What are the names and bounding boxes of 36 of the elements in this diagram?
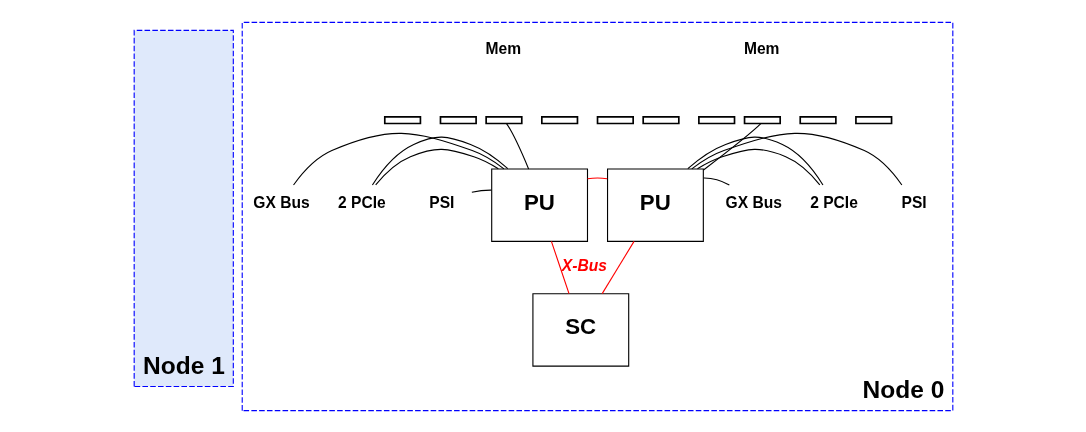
node-box <box>641 115 680 124</box>
connector <box>550 240 570 294</box>
connector <box>371 136 508 185</box>
node-text: 2 PCIe <box>337 193 386 211</box>
node-box <box>798 115 837 124</box>
label: Mem <box>485 39 521 57</box>
label: Mem <box>743 39 779 57</box>
node-box <box>743 115 781 124</box>
node-text: PSI <box>901 193 927 211</box>
connector <box>374 148 499 185</box>
connector <box>702 122 761 171</box>
node-text: GX Bus <box>725 193 782 211</box>
connector <box>686 136 823 185</box>
node-box: PU <box>490 167 588 242</box>
node-box <box>439 115 477 124</box>
node-text: GX Bus <box>252 193 310 211</box>
connector <box>702 176 730 186</box>
connector <box>601 240 635 294</box>
node-box <box>484 115 523 124</box>
connector <box>505 122 529 169</box>
node-box: PU <box>606 167 704 242</box>
connector <box>470 189 492 193</box>
edge-label: X-Bus <box>561 256 607 274</box>
node-box: SC <box>531 292 629 367</box>
node-box <box>697 115 735 124</box>
node-box <box>383 115 421 124</box>
node-box <box>596 115 634 124</box>
node-text: 2 PCIe <box>809 193 858 211</box>
node-box <box>854 115 892 124</box>
node-text: PSI <box>428 193 454 211</box>
node-box <box>540 115 578 124</box>
node-box: Node 1 <box>133 29 234 387</box>
connector <box>292 132 504 186</box>
connector <box>690 132 902 186</box>
connector <box>696 148 820 185</box>
connector <box>586 176 608 179</box>
